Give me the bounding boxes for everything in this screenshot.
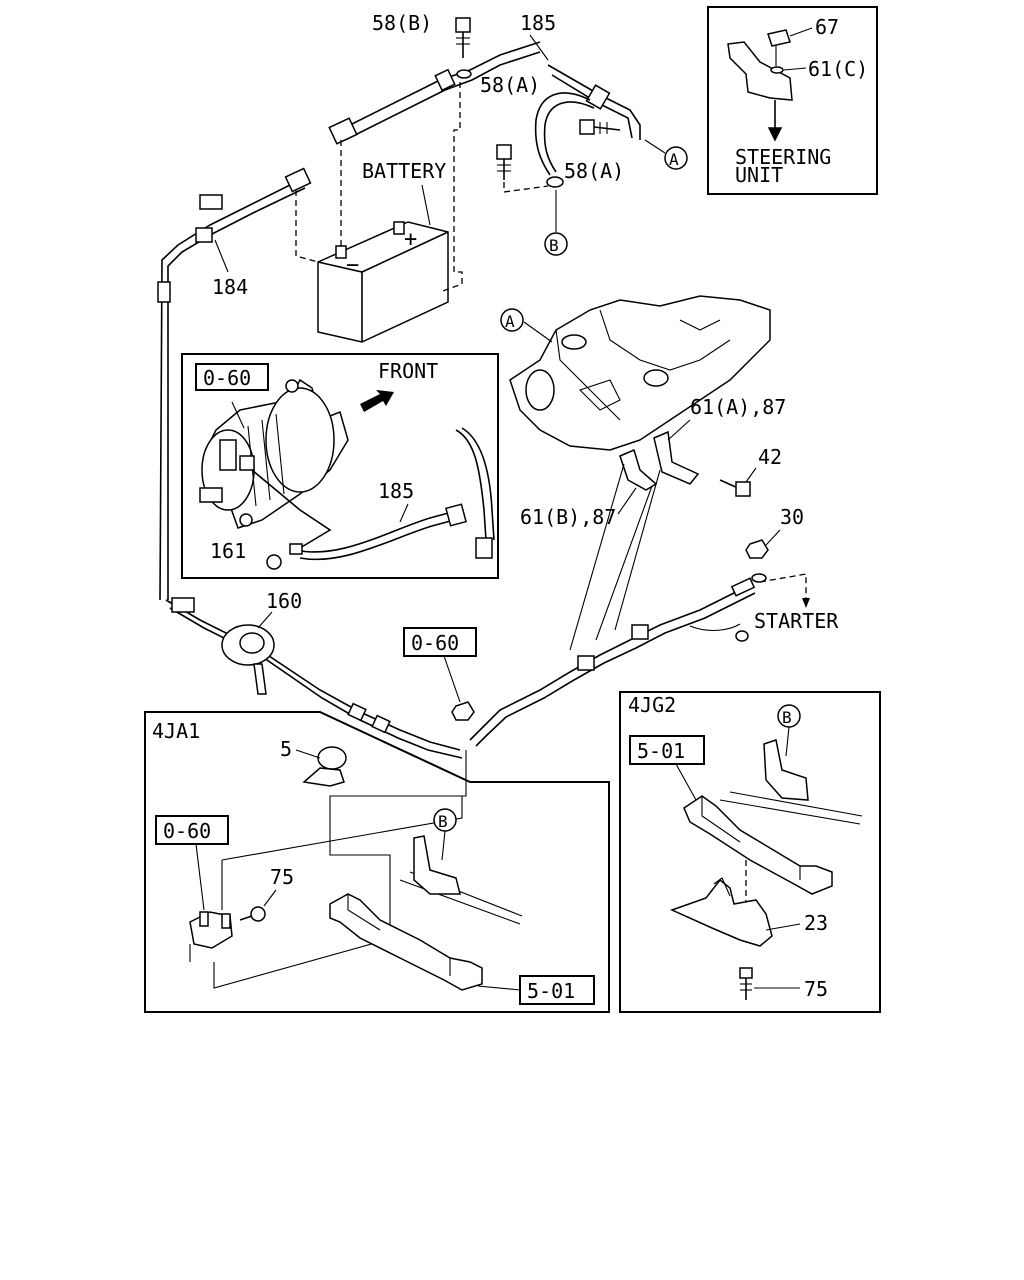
- inset-steering-frame: [707, 6, 878, 195]
- callout-58a-1: 58(A): [480, 73, 540, 97]
- bolt-58a-left: [496, 144, 512, 180]
- battery-label: BATTERY: [362, 159, 446, 183]
- nut-30: [745, 539, 769, 583]
- battery-plus: +: [404, 227, 417, 252]
- callout-23: 23: [804, 911, 828, 935]
- front-label: FRONT: [378, 359, 438, 383]
- callout-b-circle: [544, 232, 568, 256]
- nut-mid: [451, 701, 475, 721]
- callout-5: 5: [280, 737, 292, 761]
- ref-060-4ja1: 0-60: [163, 819, 211, 843]
- cable-185-alternator: [251, 427, 495, 561]
- callout-42: 42: [758, 445, 782, 469]
- ref-060-mid: 0-60: [411, 631, 459, 655]
- front-arrow-icon: [360, 390, 394, 412]
- engine: [509, 295, 771, 451]
- ref-box-060-mid: [403, 627, 477, 657]
- ref-501-4ja1: 5-01: [527, 979, 575, 1003]
- ref-box-501-4jg2: [629, 735, 705, 765]
- bolt-58b: [455, 17, 472, 79]
- callout-b-4ja1: B: [438, 812, 448, 831]
- callout-185-alternator: 185: [378, 479, 414, 503]
- callout-161: 161: [210, 539, 246, 563]
- callout-b-4jg2: B: [782, 708, 792, 727]
- bolt-58a-right: [579, 119, 621, 135]
- inset-4jg2-frame: [619, 691, 881, 1013]
- grommet-160: [221, 624, 275, 695]
- ref-501-4jg2: 5-01: [637, 739, 685, 763]
- steering-unit-label-1: STEERING: [735, 145, 831, 169]
- crossmember-4jg2: [683, 739, 863, 895]
- callout-160: 160: [266, 589, 302, 613]
- alternator: [199, 378, 349, 529]
- steering-unit-label-2: UNIT: [735, 163, 783, 187]
- bolt-75-right: [739, 967, 753, 1000]
- battery-minus: −: [346, 253, 359, 278]
- inset-4jg2-title: 4JG2: [628, 693, 676, 717]
- callout-b-top: B: [549, 236, 559, 255]
- bolt-42: [719, 479, 751, 497]
- brackets-61: [619, 430, 700, 491]
- bolt-75-left: [239, 906, 266, 922]
- callout-75-right: 75: [804, 977, 828, 1001]
- ref-060-alternator: 0-60: [203, 366, 251, 390]
- callout-75-left: 75: [270, 865, 294, 889]
- callout-58b: 58(B): [372, 11, 432, 35]
- clip-5: [302, 746, 347, 787]
- cable-main: [165, 597, 463, 759]
- inset-4ja1-frame: [144, 711, 610, 1013]
- callout-a-engine: A: [505, 312, 515, 331]
- inset-alternator-frame: [181, 353, 499, 579]
- callout-a-circle: [664, 146, 688, 170]
- cable-starter: [469, 577, 756, 747]
- bracket-4ja1: [189, 911, 233, 962]
- callout-30: 30: [780, 505, 804, 529]
- ref-box-060-alternator: [195, 363, 269, 391]
- nut-161: [266, 554, 282, 570]
- steering-bracket: [727, 29, 793, 101]
- starter-label: STARTER: [754, 609, 839, 633]
- callout-a-top: A: [669, 150, 679, 169]
- battery: [317, 221, 449, 343]
- callout-58a-2: 58(A): [564, 159, 624, 183]
- ref-box-060-4ja1: [155, 815, 229, 845]
- callout-67: 67: [815, 15, 839, 39]
- callout-61b-87: 61(B),87: [520, 505, 616, 529]
- callout-184: 184: [212, 275, 248, 299]
- inset-4ja1-title: 4JA1: [152, 719, 200, 743]
- cable-58a: [534, 92, 595, 188]
- cable-185-top: [328, 34, 641, 145]
- callout-61a-87: 61(A),87: [690, 395, 786, 419]
- cable-184: [157, 167, 312, 601]
- crossmember-4ja1: [329, 835, 523, 991]
- bracket-23: [669, 877, 773, 947]
- callout-a-engine-circle: [500, 308, 524, 332]
- callout-61c: 61(C): [808, 57, 868, 81]
- callout-185-top: 185: [520, 11, 556, 35]
